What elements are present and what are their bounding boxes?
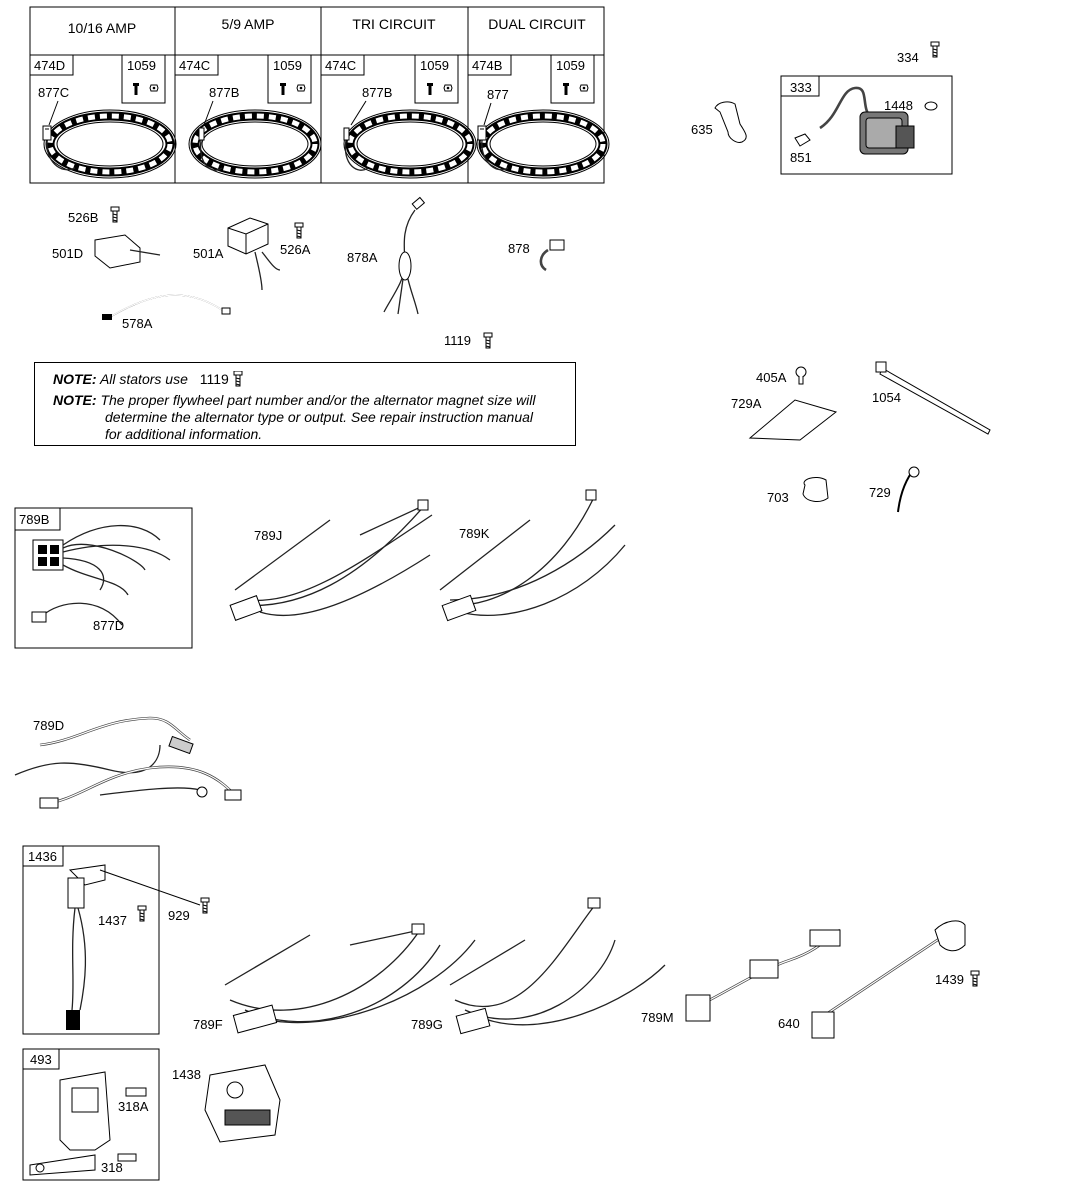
- regulator-group: 526B 501D 578A 501A 526A 878A 878 1119: [52, 196, 565, 349]
- kit-789B: 789B 877D: [14, 507, 193, 649]
- note-text-2a: The proper flywheel part number and/or t…: [100, 392, 536, 408]
- connector-icon: [477, 125, 487, 141]
- harness-789D: 789D: [14, 716, 242, 809]
- label-789F: 789F: [193, 1017, 223, 1032]
- label-405A: 405A: [756, 370, 787, 385]
- screw-icon: [427, 83, 433, 95]
- ignition-group: 334 333 1448 851 635: [691, 41, 953, 175]
- note-box: NOTE: All stators use 1119 NOTE: The pro…: [34, 362, 576, 446]
- stator-part-474C: 474C: [179, 58, 210, 73]
- label-1438: 1438: [172, 1067, 201, 1082]
- stator-header-1: 10/16 AMP: [68, 20, 137, 36]
- lead-part-877: 877: [487, 87, 509, 102]
- screw-1439-icon: [970, 970, 980, 987]
- screw-icon: [233, 370, 243, 387]
- label-878: 878: [508, 241, 530, 256]
- label-318: 318: [101, 1160, 123, 1175]
- stator-header-3: TRI CIRCUIT: [352, 16, 436, 32]
- screw-1119-icon: [483, 332, 493, 349]
- label-493: 493: [30, 1052, 52, 1067]
- screw-1437-icon: [137, 905, 147, 922]
- label-878A: 878A: [347, 250, 378, 265]
- note-part-1119: 1119: [199, 371, 229, 387]
- ties-group: 405A 729A 1054 703 729: [731, 361, 991, 513]
- label-1436: 1436: [28, 849, 57, 864]
- label-526B: 526B: [68, 210, 98, 225]
- label-789B: 789B: [19, 512, 49, 527]
- screw-icon: [133, 83, 139, 95]
- note-text-2b: determine the alternator type or output.…: [105, 409, 534, 425]
- nut-icon: [443, 84, 453, 92]
- stator-part-474C-tri: 474C: [325, 58, 356, 73]
- label-789M: 789M: [641, 1010, 674, 1025]
- label-334: 334: [897, 50, 919, 65]
- note-text-2c: for additional information.: [105, 426, 263, 442]
- harness-789G: 789G: [411, 897, 666, 1035]
- label-789D: 789D: [33, 718, 64, 733]
- lead-part-877B: 877B: [209, 85, 239, 100]
- screw-part-1059-d: 1059: [556, 58, 585, 73]
- screw-part-1059-b: 1059: [273, 58, 302, 73]
- label-501D: 501D: [52, 246, 83, 261]
- label-1119: 1119: [444, 333, 471, 348]
- label-578A: 578A: [122, 316, 153, 331]
- screw-526A-icon: [294, 222, 304, 239]
- stator-table: 10/16 AMP 5/9 AMP TRI CIRCUIT DUAL CIRCU…: [29, 6, 609, 184]
- harness-789K: 789K: [439, 489, 626, 622]
- harness-789J: 789J: [229, 499, 433, 621]
- note-text-1: All stators use: [99, 371, 188, 387]
- label-640: 640: [778, 1016, 800, 1031]
- nut-icon: [296, 84, 306, 92]
- label-1448: 1448: [884, 98, 913, 113]
- label-729: 729: [869, 485, 891, 500]
- nut-icon: [149, 84, 159, 92]
- module-1438: 1438: [172, 1064, 281, 1143]
- label-526A: 526A: [280, 242, 311, 257]
- stator-part-474B: 474B: [472, 58, 502, 73]
- harness-640: 640 1439: [778, 920, 980, 1039]
- label-635: 635: [691, 122, 713, 137]
- label-318A: 318A: [118, 1099, 149, 1114]
- kit-1436: 1436 1437 929: [22, 845, 210, 1035]
- screw-334-icon: [930, 41, 940, 58]
- screw-part-1059-c: 1059: [420, 58, 449, 73]
- screw-526B-icon: [110, 206, 120, 223]
- label-851: 851: [790, 150, 812, 165]
- note-label-2: NOTE:: [53, 392, 97, 408]
- label-789K: 789K: [459, 526, 490, 541]
- label-789J: 789J: [254, 528, 282, 543]
- label-1054: 1054: [872, 390, 901, 405]
- lead-part-877C: 877C: [38, 85, 69, 100]
- label-789G: 789G: [411, 1017, 443, 1032]
- harness-789M: 789M: [641, 928, 841, 1025]
- screw-part-1059-a: 1059: [127, 58, 156, 73]
- label-703: 703: [767, 490, 789, 505]
- label-877D: 877D: [93, 618, 124, 633]
- stator-header-4: DUAL CIRCUIT: [488, 16, 586, 32]
- harness-789F: 789F: [193, 923, 476, 1034]
- kit-493: 493 318A 318: [22, 1048, 160, 1181]
- note-label-1: NOTE:: [53, 371, 97, 387]
- label-1439: 1439: [935, 972, 964, 987]
- label-929: 929: [168, 908, 190, 923]
- label-1437: 1437: [98, 913, 127, 928]
- connector-icon: [42, 125, 52, 141]
- stator-474D-image: [44, 110, 176, 178]
- stator-header-2: 5/9 AMP: [222, 16, 275, 32]
- label-333: 333: [790, 80, 812, 95]
- screw-929-icon: [200, 897, 210, 914]
- label-729A: 729A: [731, 396, 762, 411]
- stator-tri-image: [344, 110, 476, 178]
- label-501A: 501A: [193, 246, 224, 261]
- screw-icon: [280, 83, 286, 95]
- stator-part-474D: 474D: [34, 58, 65, 73]
- screw-icon: [563, 83, 569, 95]
- lead-part-877B-tri: 877B: [362, 85, 392, 100]
- nut-icon: [579, 84, 589, 92]
- stator-474B-image: [477, 110, 609, 178]
